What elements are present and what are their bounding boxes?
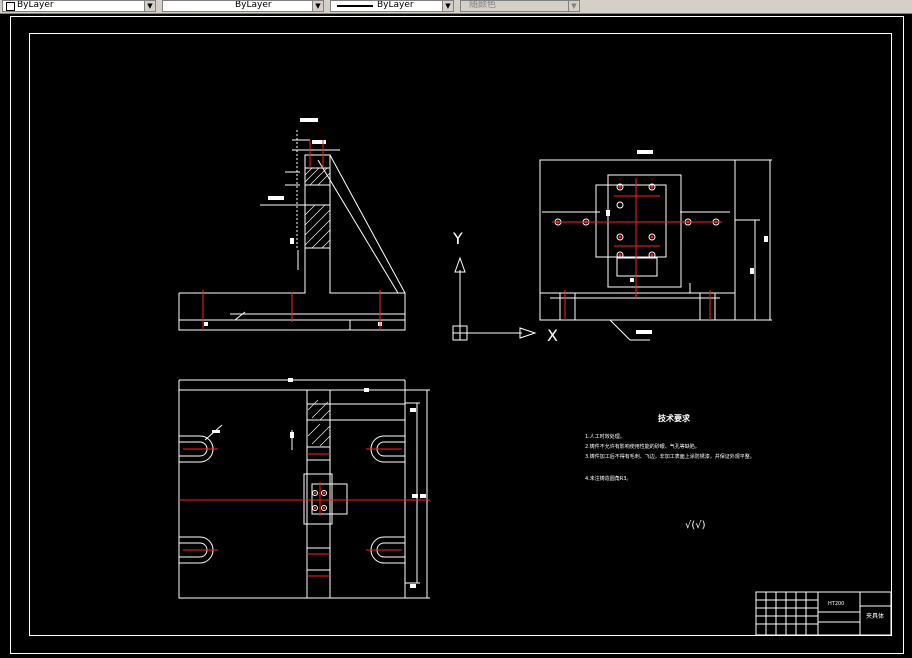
title-block-part-name: 夹具体: [866, 612, 884, 620]
title-block-material: HT200: [828, 601, 844, 607]
plotstyle-combo-value: 随颜色: [469, 0, 497, 10]
lineweight-sample-icon: [337, 5, 373, 7]
lineweight-combo[interactable]: ByLayer ▼: [330, 0, 454, 12]
section-hatch: [304, 167, 331, 249]
drawing-canvas[interactable]: Y X 技术要求 1.人工时效处理。 2.铸件不允许有影响使用性能的砂眼、气孔等…: [0, 14, 912, 658]
top-view-hatch: [307, 399, 331, 447]
tech-note: 3.铸件加工后不得有毛刺、飞边，非加工表面上涂防锈漆，并保证外观平整。: [585, 453, 755, 460]
top-view: [178, 379, 430, 599]
lineweight-combo-value: ByLayer: [377, 0, 414, 10]
plotstyle-combo[interactable]: 随颜色 ▼: [460, 0, 580, 12]
chevron-down-icon[interactable]: ▼: [442, 1, 453, 11]
side-view-holes: [554, 183, 720, 259]
outer-border: [10, 16, 904, 654]
chevron-down-icon[interactable]: ▼: [568, 1, 579, 11]
chevron-down-icon[interactable]: ▼: [312, 1, 323, 11]
inner-frame: [29, 33, 892, 636]
center-lines: [179, 140, 722, 577]
tech-requirements-title: 技术要求: [658, 413, 691, 423]
tech-note: 1.人工时效处理。: [585, 433, 625, 440]
ucs-x-label: X: [547, 326, 558, 345]
title-block: [755, 591, 892, 636]
color-combo[interactable]: ByLayer ▼: [2, 0, 156, 12]
side-view: [539, 159, 772, 341]
front-view: [178, 130, 406, 331]
linetype-combo[interactable]: ByLayer ▼: [162, 0, 324, 12]
drawing-svg: Y X 技术要求 1.人工时效处理。 2.铸件不允许有影响使用性能的砂眼、气孔等…: [10, 16, 904, 654]
color-swatch-icon: [6, 2, 15, 11]
ucs-y-label: Y: [452, 229, 463, 248]
tech-note: 4.未注铸造圆角R3。: [585, 475, 631, 482]
properties-toolbar: ByLayer ▼ ByLayer ▼ ByLayer ▼ 随颜色 ▼: [0, 0, 912, 14]
ucs-icon: [452, 256, 537, 341]
roughness-symbol: √(√): [685, 520, 706, 531]
linetype-combo-value: ByLayer: [235, 0, 272, 10]
color-combo-value: ByLayer: [17, 0, 54, 10]
tech-note: 2.铸件不允许有影响使用性能的砂眼、气孔等缺陷。: [585, 443, 700, 450]
chevron-down-icon[interactable]: ▼: [144, 1, 155, 11]
